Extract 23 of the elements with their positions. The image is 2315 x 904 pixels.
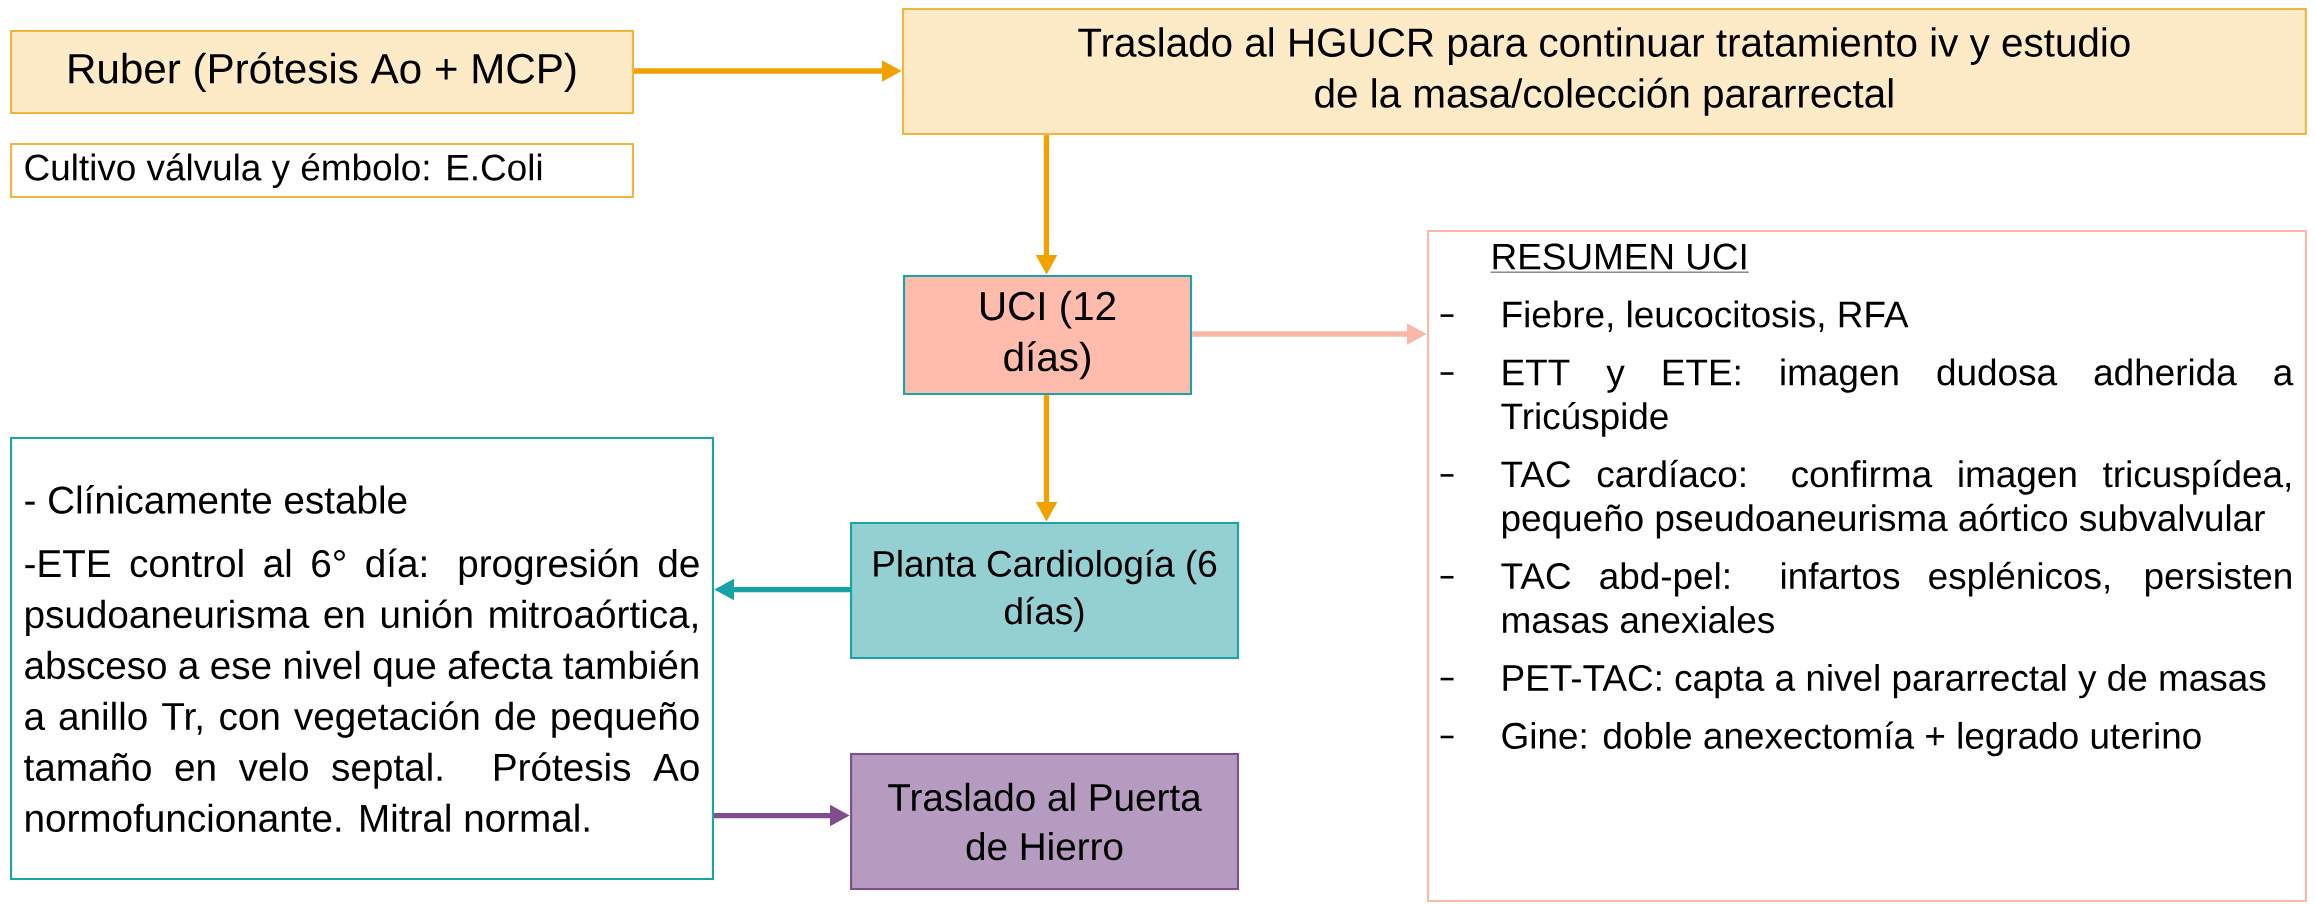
process-box <box>850 522 1240 660</box>
list-item: Fiebre, leucocitosis, RFA <box>1440 300 1909 332</box>
findings-box <box>10 437 714 881</box>
node-label: Traslado al HGUCR para continuar tratamiento iv y estudio de la masa/colección pararrectal <box>1078 27 2130 116</box>
node-label: Planta Cardiología (6 días) <box>874 549 1217 632</box>
paragraph: - Clínicamente estable <box>25 485 407 514</box>
node-label: Ruber (Prótesis Ao + MCP) <box>69 52 576 92</box>
list-item: ETT y ETE: imagen dudosa adherida a Tricúspide <box>1440 358 2294 437</box>
process-box <box>10 30 634 115</box>
paragraph: -ETE control al 6° día: progresión de psudoaneurisma en unión mitroaórtica, absceso a ese nivel que afecta también a anillo Tr, con vegetación de pequeño tamaño en velo septal. Prótesis Ao normofuncionante. Mitral normal. <box>24 548 699 833</box>
note-text: Cultivo válvula y émbolo: E.Coli <box>25 153 542 188</box>
summary-box <box>1427 230 2307 902</box>
list-item: TAC cardíaco: confirma imagen tricuspídea, pequeño pseudoaneurisma aórtico subvalvular <box>1440 459 2290 539</box>
node-label: Traslado al Puerta de Hierro <box>888 782 1202 861</box>
list-item: TAC abd-pel: infartos esplénicos, persisten masas anexiales <box>1440 561 2291 634</box>
list-item: PET-TAC: capta a nivel pararrectal y de masas <box>1440 663 2266 699</box>
process-box <box>902 8 2307 136</box>
process-box <box>903 275 1193 396</box>
node-label: UCI (12 días) <box>981 290 1116 380</box>
process-box <box>850 753 1240 891</box>
note-box <box>10 143 634 199</box>
heading: RESUMEN UCI <box>1490 243 1750 273</box>
list-item: Gine: doble anexectomía + legrado uterino <box>1440 721 2201 757</box>
